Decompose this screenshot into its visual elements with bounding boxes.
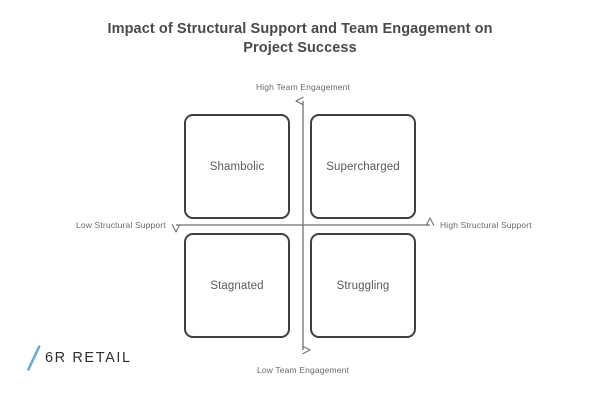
quadrant-top-right-label: Supercharged: [326, 160, 400, 173]
quadrant-top-right[interactable]: Supercharged: [310, 114, 416, 219]
quadrant-bottom-left-label: Stagnated: [210, 279, 264, 292]
quadrant-bottom-left[interactable]: Stagnated: [184, 233, 290, 338]
quadrant-top-left[interactable]: Shambolic: [184, 114, 290, 219]
axis-label-left: Low Structural Support: [76, 220, 166, 230]
quadrant-bottom-right[interactable]: Struggling: [310, 233, 416, 338]
axis-label-top: High Team Engagement: [255, 82, 351, 92]
slash-icon: [27, 345, 41, 371]
page-title: Impact of Structural Support and Team En…: [107, 21, 493, 56]
axis-label-right: High Structural Support: [440, 220, 532, 230]
brand-logo-text: 6R RETAIL: [45, 349, 132, 366]
axis-label-bottom: Low Team Engagement: [256, 365, 349, 375]
quadrant-top-left-label: Shambolic: [209, 160, 265, 173]
brand-logo: 6R RETAIL: [26, 344, 132, 372]
quadrant-bottom-right-label: Struggling: [336, 279, 390, 292]
